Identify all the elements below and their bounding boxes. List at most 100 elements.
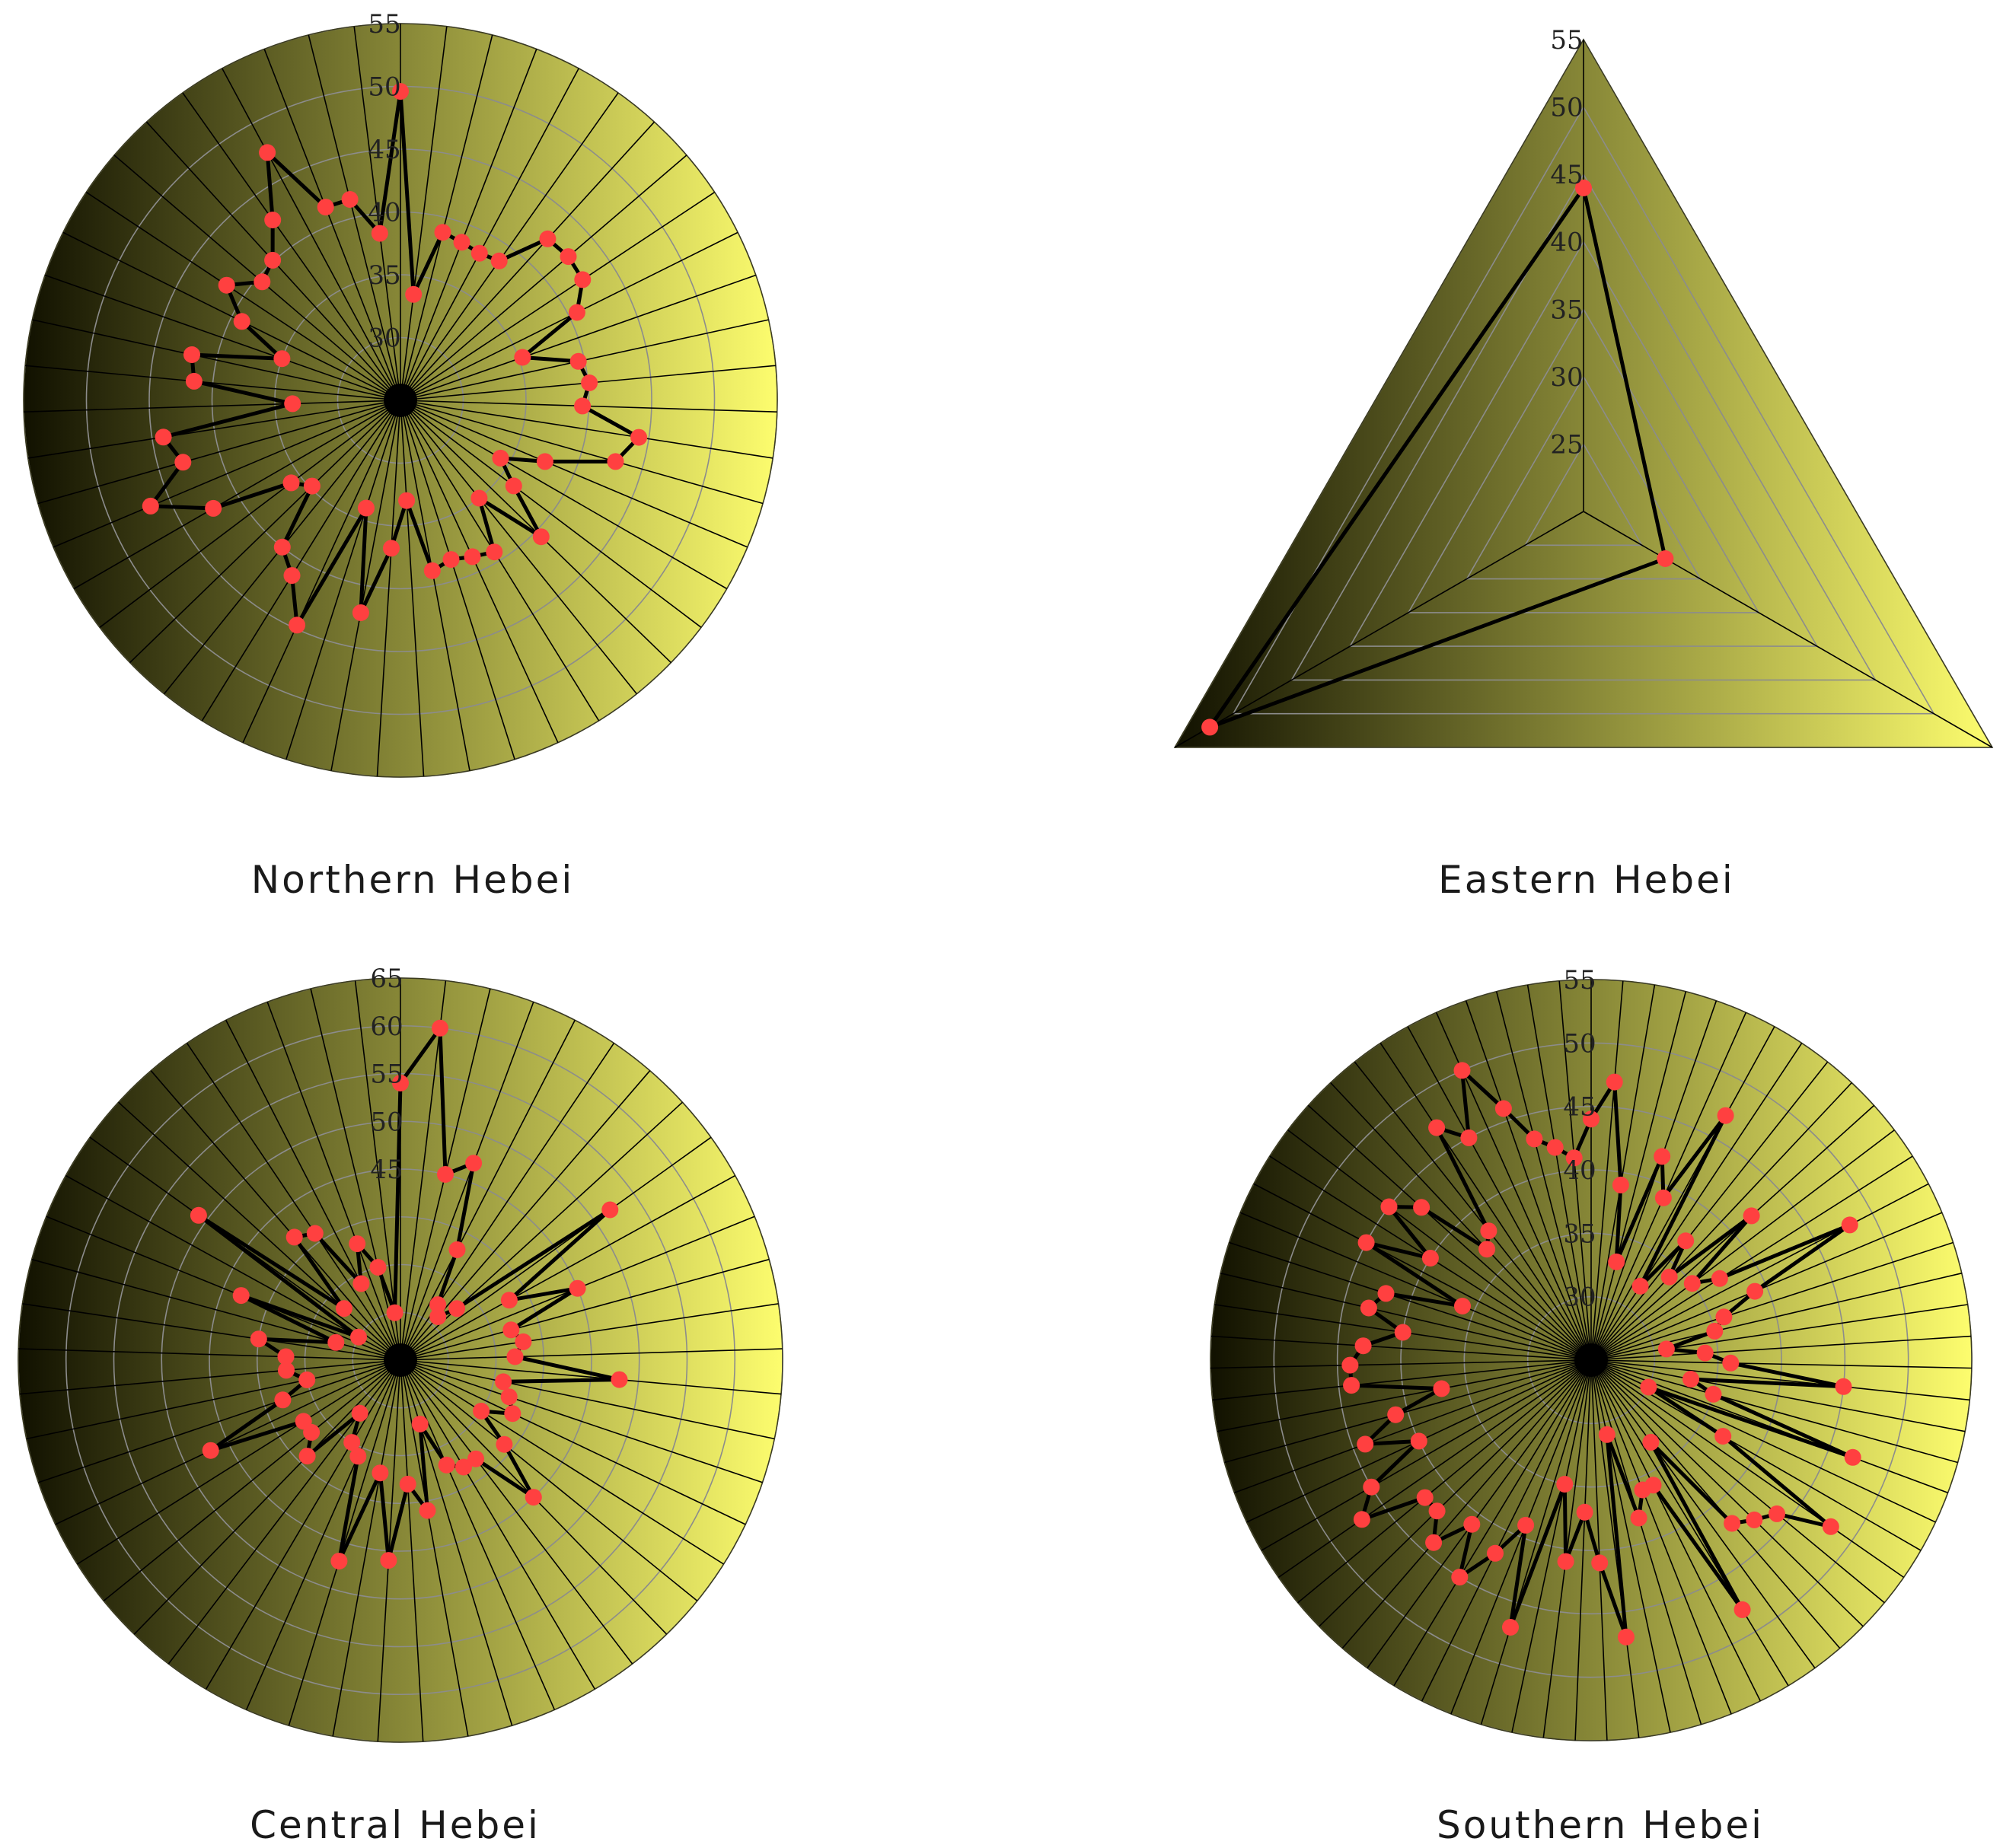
northern-hebei-spoke xyxy=(400,400,425,777)
eastern-hebei-tick-label: 35 xyxy=(1550,295,1583,325)
northern-hebei-spoke xyxy=(182,92,401,401)
southern-hebei-data-point xyxy=(1460,1129,1478,1146)
northern-hebei-tick-label: 50 xyxy=(368,72,400,103)
southern-hebei-spoke xyxy=(1590,984,1656,1361)
eastern-hebei-tick-label: 55 xyxy=(1550,25,1583,56)
northern-hebei-data-point xyxy=(505,477,522,495)
southern-hebei-data-point xyxy=(1433,1380,1450,1397)
northern-hebei-spoke xyxy=(400,400,470,771)
northern-hebei-data-point xyxy=(398,492,416,509)
central-hebei-spoke xyxy=(400,1303,779,1361)
northern-hebei-data-point xyxy=(282,474,300,492)
central-hebei-spoke xyxy=(186,1043,401,1361)
central-hebei-data-point xyxy=(455,1458,472,1476)
southern-hebei-data-point xyxy=(1634,1481,1651,1499)
central-hebei-data-point xyxy=(496,1435,513,1453)
northern-hebei-data-point xyxy=(174,454,192,471)
central-hebei-data-point xyxy=(448,1300,466,1317)
central-hebei-spoke xyxy=(400,1359,746,1525)
southern-hebei-spoke xyxy=(1465,1000,1592,1361)
northern-hebei-data-point xyxy=(259,144,276,161)
southern-hebei-data-point xyxy=(1654,1148,1671,1165)
southern-hebei-data-point xyxy=(1494,1100,1512,1117)
central-hebei-data-point xyxy=(295,1413,312,1430)
central-hebei-spoke xyxy=(332,1359,401,1737)
central-hebei-center-hub xyxy=(384,1343,417,1377)
southern-hebei-spoke xyxy=(1224,1359,1592,1464)
southern-hebei-spoke xyxy=(1558,980,1592,1361)
northern-hebei-spoke xyxy=(285,400,401,760)
southern-hebei-data-point xyxy=(1642,1433,1660,1451)
southern-hebei-data-point xyxy=(1612,1176,1629,1193)
central-hebei-series-line xyxy=(196,1026,621,1563)
southern-hebei-data-point xyxy=(1822,1518,1839,1535)
northern-hebei-data-point xyxy=(560,248,577,266)
southern-hebei-data-point xyxy=(1363,1478,1380,1496)
northern-hebei-spoke xyxy=(53,400,401,548)
central-hebei-data-point xyxy=(504,1405,521,1423)
northern-hebei-data-point xyxy=(352,604,369,621)
southern-hebei-spoke xyxy=(1590,1359,1608,1741)
southern-hebei-data-point xyxy=(1717,1107,1734,1124)
northern-hebei-spoke xyxy=(400,400,728,590)
southern-hebei-data-point xyxy=(1416,1489,1434,1506)
southern-hebei-spoke xyxy=(1590,1359,1671,1733)
northern-hebei-spoke xyxy=(400,400,559,744)
eastern-hebei-grid-ring xyxy=(1407,307,1760,613)
central-hebei-data-point xyxy=(611,1371,628,1388)
central-hebei-spoke xyxy=(245,1359,401,1710)
eastern-hebei-data-point xyxy=(1575,179,1592,196)
northern-hebei-spoke xyxy=(400,155,687,401)
central-hebei-data-point xyxy=(330,1553,348,1570)
southern-hebei-spoke xyxy=(1526,984,1592,1361)
central-hebei-spoke xyxy=(55,1359,401,1525)
southern-hebei-data-point xyxy=(1517,1516,1535,1534)
southern-hebei-spoke xyxy=(1229,1241,1592,1361)
southern-hebei-spoke xyxy=(1590,1155,1913,1361)
northern-hebei-spoke xyxy=(400,400,637,695)
southern-hebei-spoke xyxy=(1217,1359,1592,1432)
southern-hebei-spoke xyxy=(1590,1012,1747,1361)
southern-hebei-spoke xyxy=(1590,1026,1775,1361)
northern-hebei-data-point xyxy=(254,273,271,291)
central-hebei-data-point xyxy=(465,1155,483,1172)
northern-hebei-data-point xyxy=(371,225,388,242)
northern-hebei-spoke xyxy=(400,400,773,459)
southern-hebei-data-point xyxy=(1696,1344,1714,1362)
southern-hebei-data-point xyxy=(1463,1515,1481,1533)
southern-hebei-spoke xyxy=(1590,1241,1954,1361)
central-hebei-data-point xyxy=(232,1287,250,1305)
central-hebei-title: Central Hebei xyxy=(250,1803,541,1847)
southern-hebei-data-point xyxy=(1677,1232,1695,1250)
central-hebei-data-point xyxy=(369,1259,387,1276)
southern-hebei-data-point xyxy=(1357,1234,1375,1251)
southern-hebei-spoke xyxy=(1590,1359,1732,1715)
central-hebei-spoke xyxy=(400,1359,633,1665)
southern-hebei-data-point xyxy=(1583,1110,1600,1128)
central-hebei-data-point xyxy=(190,1206,207,1224)
central-hebei-tick-label: 55 xyxy=(370,1059,403,1090)
central-hebei-data-point xyxy=(306,1225,324,1242)
northern-hebei-data-point xyxy=(205,499,222,517)
southern-hebei-data-point xyxy=(1705,1385,1722,1403)
southern-hebei-spoke xyxy=(1421,1359,1592,1702)
southern-hebei-spoke xyxy=(1590,1359,1789,1687)
southern-hebei-data-point xyxy=(1380,1198,1398,1216)
southern-hebei-data-point xyxy=(1343,1377,1360,1394)
central-hebei-spoke xyxy=(103,1359,401,1601)
southern-hebei-data-point xyxy=(1377,1285,1395,1302)
northern-hebei-data-point xyxy=(470,244,488,262)
southern-hebei-data-point xyxy=(1353,1511,1370,1528)
central-hebei-spoke xyxy=(400,1136,712,1361)
southern-hebei-data-point xyxy=(1733,1601,1751,1618)
southern-hebei-spoke xyxy=(1234,1359,1592,1494)
northern-hebei-data-point xyxy=(569,352,587,370)
southern-hebei-data-point xyxy=(1453,1062,1471,1079)
southern-hebei-data-point xyxy=(1746,1282,1764,1300)
southern-hebei-data-point xyxy=(1769,1505,1785,1522)
eastern-hebei-spoke xyxy=(1174,511,1584,748)
central-hebei-data-point xyxy=(335,1300,352,1317)
southern-hebei-tick-label: 30 xyxy=(1563,1282,1596,1313)
